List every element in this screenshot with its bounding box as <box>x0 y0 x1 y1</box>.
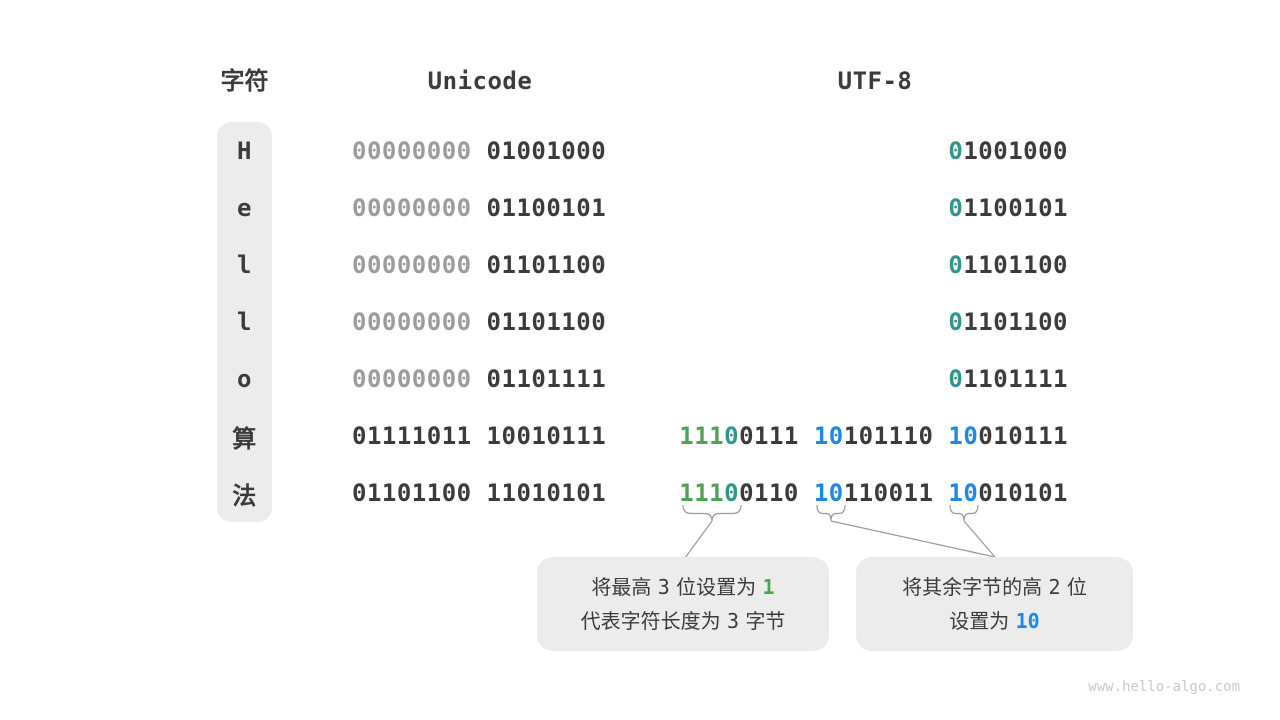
callout-line: 将其余字节的高 2 位 <box>902 570 1087 604</box>
callout-segment: 3 <box>726 609 740 633</box>
callout-line: 设置为 10 <box>949 604 1039 638</box>
callout-segment: 3 <box>657 575 670 599</box>
callout-segment: 将其余字节的高 <box>902 575 1049 599</box>
binary-segment: 1101100 <box>963 307 1068 336</box>
binary-segment: 01101111 <box>486 365 607 394</box>
binary-segment: 10 <box>948 479 979 508</box>
column-header-character: 字符 <box>220 67 269 95</box>
binary-segment: 10 <box>813 479 844 508</box>
unicode-value: 00000000 01101100 <box>352 236 606 293</box>
character-cell: H <box>237 136 252 165</box>
callout-segment: 2 <box>1048 575 1061 599</box>
connector-line-high-bits <box>684 520 713 559</box>
unicode-value: 01101100 11010101 <box>352 465 606 522</box>
binary-segment: 111 <box>679 422 725 451</box>
watermark: www.hello-algo.com <box>1088 679 1240 695</box>
binary-segment: 101110 <box>843 422 949 451</box>
binary-segment: 110011 <box>843 479 949 508</box>
character-cell: 法 <box>232 481 257 510</box>
callout-line: 将最高 3 位设置为 1 <box>591 570 774 604</box>
unicode-value: 01111011 10010111 <box>352 408 606 465</box>
binary-segment: 10 <box>948 422 979 451</box>
binary-segment: 111 <box>679 479 725 508</box>
unicode-value: 00000000 01100101 <box>352 179 606 236</box>
callout-segment: 1 <box>762 575 775 599</box>
binary-segment: 0 <box>948 365 964 394</box>
binary-segment: 01101100 <box>486 307 607 336</box>
binary-segment: 01001000 <box>486 136 607 165</box>
callout-segment: 字节 <box>739 609 786 633</box>
column-header-unicode: Unicode <box>427 67 533 95</box>
binary-segment: 0 <box>948 136 964 165</box>
binary-segment: 00000000 <box>352 250 487 279</box>
binary-segment: 00000000 <box>352 193 487 222</box>
column-header-utf8: UTF-8 <box>837 67 913 95</box>
binary-segment: 00000000 <box>352 365 487 394</box>
binary-segment: 0 <box>724 479 740 508</box>
binary-segment: 0 <box>948 250 964 279</box>
connector-line-byte2 <box>830 520 996 558</box>
character-column-background <box>217 122 272 522</box>
binary-segment: 01111011 10010111 <box>352 422 607 451</box>
binary-segment: 01100101 <box>486 193 607 222</box>
callout-segment: 10 <box>1015 609 1040 633</box>
callout-continuation-bits: 将其余字节的高 2 位设置为 10 <box>856 557 1133 651</box>
binary-segment: 010101 <box>978 479 1068 508</box>
binary-segment: 010111 <box>978 422 1068 451</box>
binary-segment: 1100101 <box>963 193 1068 222</box>
unicode-value: 00000000 01101100 <box>352 293 606 350</box>
character-cell: 算 <box>232 424 257 453</box>
callout-segment: 将最高 <box>591 575 658 599</box>
binary-segment: 10 <box>813 422 844 451</box>
unicode-value: 00000000 01001000 <box>352 122 606 179</box>
character-cell: o <box>237 365 252 394</box>
binary-segment: 0 <box>948 193 964 222</box>
callout-line: 代表字符长度为 3 字节 <box>581 604 786 638</box>
binary-segment: 01101100 11010101 <box>352 479 607 508</box>
callout-segment: 代表字符长度为 <box>580 609 727 633</box>
character-cell: l <box>237 307 252 336</box>
binary-segment: 0110 <box>739 479 814 508</box>
binary-segment: 0111 <box>739 422 814 451</box>
binary-segment: 01101100 <box>486 250 607 279</box>
callout-segment: 位 <box>1060 575 1087 599</box>
character-cell: e <box>237 193 252 222</box>
binary-segment: 00000000 <box>352 136 487 165</box>
binary-segment: 0 <box>724 422 740 451</box>
binary-segment: 1001000 <box>963 136 1068 165</box>
binary-segment: 0 <box>948 307 964 336</box>
binary-segment: 1101100 <box>963 250 1068 279</box>
callout-segment: 设置为 <box>949 609 1016 633</box>
connector-line-byte3 <box>963 520 996 558</box>
binary-segment: 00000000 <box>352 307 487 336</box>
binary-segment: 1101111 <box>963 365 1068 394</box>
unicode-value: 00000000 01101111 <box>352 351 606 408</box>
callout-segment: 位设置为 <box>669 575 763 599</box>
character-cell: l <box>237 250 252 279</box>
